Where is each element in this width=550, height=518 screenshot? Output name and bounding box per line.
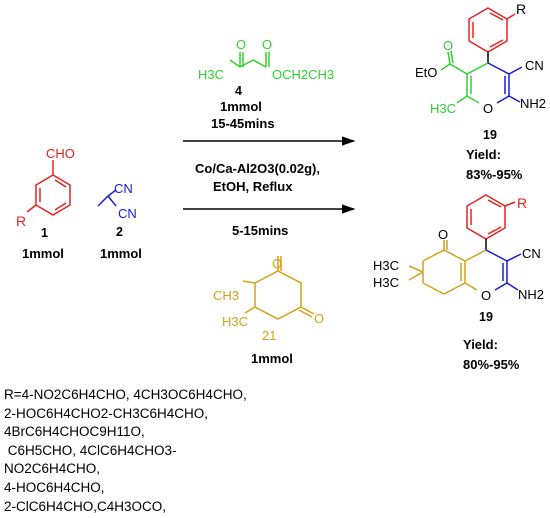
pyran-nh2-label: NH2 [520,96,546,111]
eaa-ester-o: O [262,37,272,52]
r-group-list: R=4-NO2C6H4CHO, 4CH3OC6H4CHO, 2-HOC6H4CH… [4,386,334,516]
pyran-r-label: R [516,1,526,17]
r-bond [26,204,37,213]
malononitrile-cn-top: CN [114,181,133,196]
benzaldehyde-structure [26,160,71,216]
r-group-line: 2-ClC6H4CHO,C4H3OCO, [4,498,167,514]
benzaldehyde-amount: 1mmol [22,246,64,261]
chromene-yield-range: 80%-95% [463,357,520,372]
pyran-h3c-label: H3C [430,101,456,116]
dimedone-ch3: CH3 [213,288,239,303]
aldehyde-label: CHO [46,146,75,161]
solvent-label: EtOH, Reflux [213,179,293,194]
pyran-yield-label: Yield: [466,147,501,162]
dimedone-time: 5-15mins [232,223,288,238]
chromene-carbonyl-o: O [438,227,448,242]
catalyst-label: Co/Ca-Al2O3(0.02g), [195,161,320,176]
pyran-cn-label: CN [525,58,544,73]
chromene-product-structure [408,194,522,295]
malononitrile-amount: 1mmol [100,246,142,261]
dimedone-structure [242,256,315,320]
eaa-amount: 1mmol [220,99,262,114]
ethyl-acetoacetate-structure [229,52,270,68]
pyran-carbonyl-o: O [443,38,453,53]
dimedone-top-o: O [272,256,282,271]
malononitrile-structure [97,189,117,207]
r-group-line: R=4-NO2C6H4CHO, 4CH3OC6H4CHO, [4,387,247,402]
malononitrile-number: 2 [116,225,123,239]
chromene-number: 19 [479,310,493,324]
pyran-eto-label: EtO [415,65,437,80]
chromene-yield-label: Yield: [463,337,498,352]
pyran-product-structure [440,7,523,104]
benzaldehyde-number: 1 [41,226,48,240]
chromene-nh2-label: NH2 [518,287,544,302]
pyran-number: 19 [483,128,497,142]
dimedone-number: 21 [262,328,276,343]
dimedone-h3c: H3C [222,314,248,329]
dimedone-right-o: O [314,311,324,326]
benzaldehyde-ring [35,174,71,216]
chromene-cn-label: CN [522,246,541,261]
pyran-yield-range: 83%-95% [466,167,523,182]
chromene-h3c-bottom: H3C [373,275,399,290]
eaa-h3c: H3C [198,67,224,82]
benzaldehyde-r-label: R [16,213,26,229]
eaa-number: 4 [235,84,242,98]
eaa-ester-group: OCH2CH3 [272,67,334,82]
r-group-line: NO2C6H4CHO, [4,461,101,477]
r-group-line: C6H5CHO, 4ClC6H4CHO3- [4,442,177,458]
pyran-ring-o: O [483,101,493,116]
r-group-line: 2-HOC6H4CHO2-CH3C6H4CHO, [4,405,209,421]
r-group-line: 4-HOC6H4CHO, [4,479,105,495]
eaa-time: 15-45mins [211,116,275,131]
eaa-ketone-o: O [236,37,246,52]
r-group-line: 4BrC6H4CHOC9H11O, [4,424,145,440]
chromene-ring-o: O [481,288,491,303]
chromene-r-label: R [517,195,527,211]
chromene-h3c-top: H3C [373,258,399,273]
malononitrile-cn-bottom: CN [118,206,137,221]
dimedone-amount: 1mmol [251,351,293,366]
